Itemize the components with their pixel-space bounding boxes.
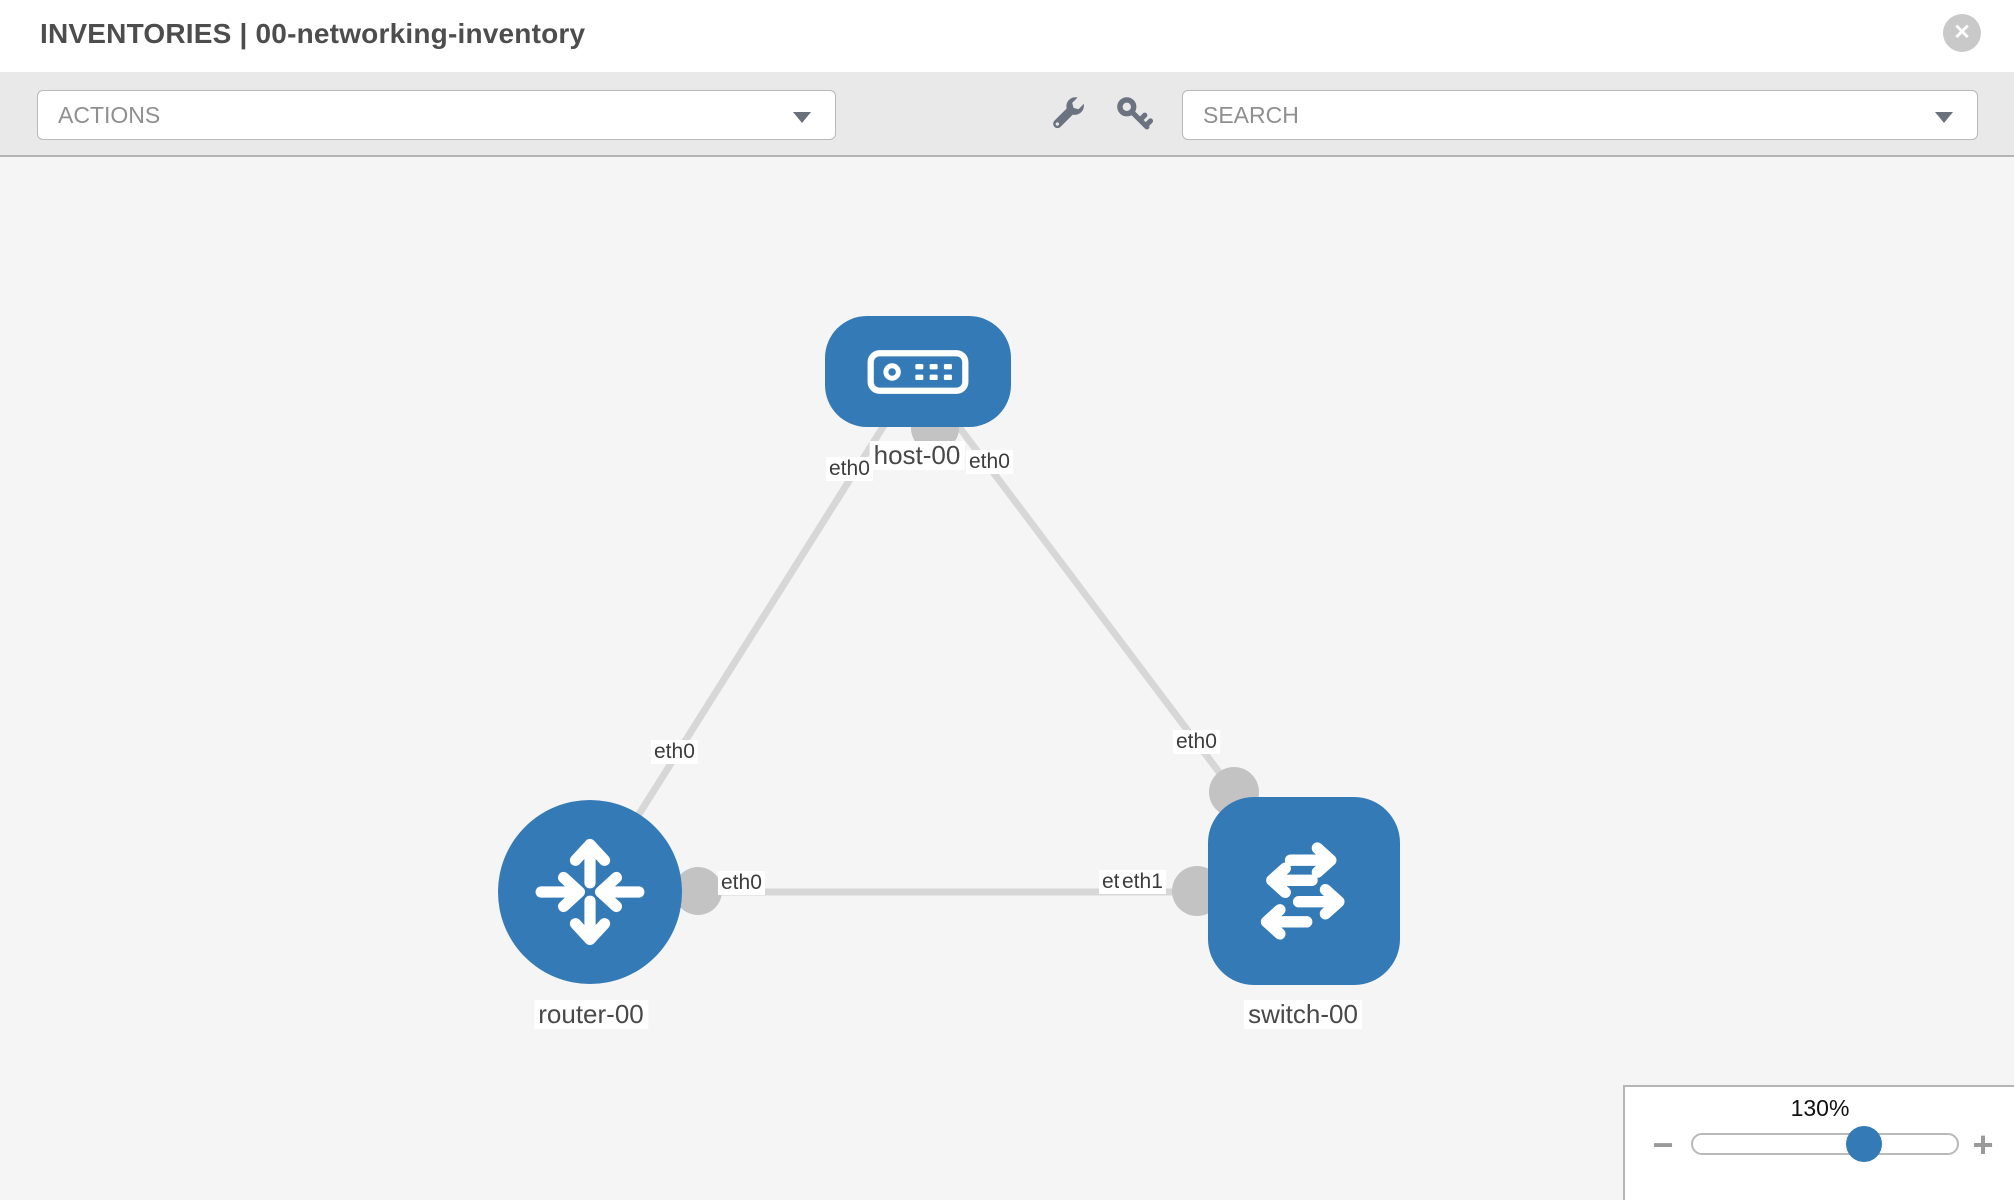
- credentials-button[interactable]: [1109, 90, 1159, 140]
- plus-icon: +: [1972, 1124, 1994, 1165]
- zoom-in-button[interactable]: +: [1961, 1123, 2005, 1167]
- interface-label: eth0: [1173, 730, 1220, 754]
- chevron-down-icon: [1935, 112, 1953, 123]
- header-bar: INVENTORIES | 00-networking-inventory ✕: [0, 0, 2014, 72]
- interface-label: eth0: [966, 450, 1013, 474]
- interface-label: eth0: [718, 871, 765, 895]
- node-label-switch-00: switch-00: [1244, 1000, 1362, 1029]
- topology-canvas[interactable]: eth0 eth0 eth0 eth0 eth0 eth0 eth1 host-…: [0, 157, 2014, 1200]
- zoom-slider-track[interactable]: [1691, 1133, 1959, 1155]
- node-host-00[interactable]: [825, 316, 1011, 427]
- page-title: INVENTORIES | 00-networking-inventory: [40, 18, 585, 50]
- link-router00-host00[interactable]: [587, 398, 903, 894]
- minus-icon: −: [1652, 1124, 1674, 1165]
- port-router00-eth0: [674, 867, 722, 915]
- wrench-icon: [1053, 96, 1084, 128]
- zoom-control-panel: 130% − +: [1623, 1085, 2014, 1200]
- link-host00-switch00[interactable]: [947, 412, 1237, 795]
- router-arrows-icon: [535, 838, 645, 946]
- search-select-label: SEARCH: [1203, 102, 1299, 128]
- topology-edges-layer: [587, 398, 1300, 916]
- zoom-out-button[interactable]: −: [1641, 1123, 1685, 1167]
- server-icon: [867, 349, 969, 394]
- node-router-00[interactable]: [498, 800, 682, 984]
- actions-select-label: ACTIONS: [58, 102, 161, 128]
- actions-select[interactable]: ACTIONS: [37, 90, 836, 140]
- node-switch-00[interactable]: [1208, 797, 1400, 985]
- configure-button[interactable]: [1043, 90, 1093, 140]
- zoom-level-value: 130%: [1790, 1095, 1850, 1121]
- interface-label: eth0: [826, 457, 873, 481]
- switch-arrows-icon: [1260, 842, 1345, 940]
- interface-label: eth0: [651, 740, 698, 764]
- key-icon: [1117, 96, 1154, 129]
- search-select[interactable]: SEARCH: [1182, 90, 1978, 140]
- interface-label: eth1: [1119, 870, 1166, 894]
- close-button[interactable]: ✕: [1943, 14, 1981, 52]
- page-title-separator: |: [239, 18, 248, 49]
- close-icon: ✕: [1953, 21, 1971, 44]
- node-label-host-00: host-00: [869, 441, 965, 470]
- toolbar: ACTIONS SEARCH: [0, 72, 2014, 157]
- page-title-inventory-name: 00-networking-inventory: [255, 18, 586, 49]
- page-title-section: INVENTORIES: [40, 18, 232, 49]
- zoom-slider-thumb[interactable]: [1846, 1126, 1882, 1162]
- chevron-down-icon: [793, 112, 811, 123]
- node-label-router-00: router-00: [534, 1000, 648, 1029]
